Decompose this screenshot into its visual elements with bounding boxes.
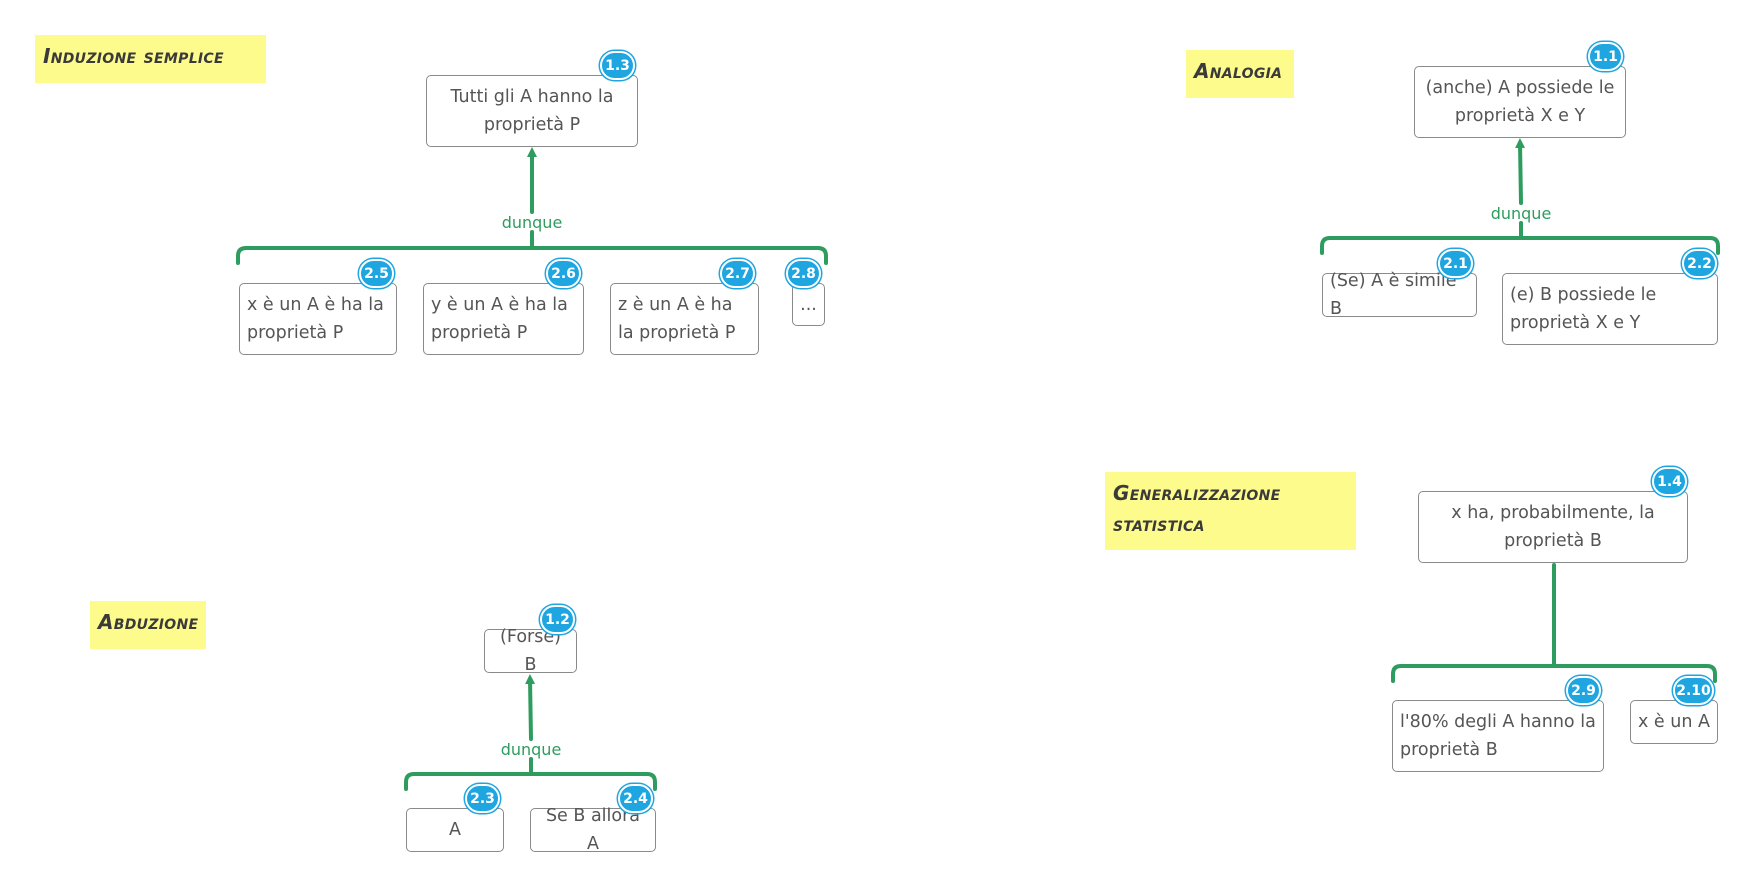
arrow-abduzione — [525, 674, 536, 741]
conclusion-text: x ha, probabilmente, la proprietà B — [1451, 503, 1655, 551]
premise-text: (e) B possiede le proprietà X e Y — [1510, 285, 1657, 333]
premise-text: x è un A è ha la proprietà P — [247, 295, 384, 343]
premise-box-2-9[interactable]: l'80% degli A hanno la proprietà B — [1392, 700, 1604, 772]
badge-2-6: 2.6 — [546, 259, 581, 288]
conclusion-text: Tutti gli A hanno la proprietà P — [450, 87, 614, 135]
premise-text: y è un A è ha la proprietà P — [431, 295, 568, 343]
connector-label-abduzione: dunque — [500, 740, 562, 759]
premise-box-2-2[interactable]: (e) B possiede le proprietà X e Y — [1502, 273, 1718, 345]
badge-2-9: 2.9 — [1566, 676, 1601, 705]
premise-box-2-8[interactable]: ... — [792, 283, 825, 326]
conclusion-box-induzione[interactable]: Tutti gli A hanno la proprietà P — [426, 75, 638, 147]
badge-1-2: 1.2 — [540, 605, 575, 634]
conclusion-box-analogia[interactable]: (anche) A possiede le proprietà X e Y — [1414, 66, 1626, 138]
conclusion-box-generalizzazione[interactable]: x ha, probabilmente, la proprietà B — [1418, 491, 1688, 563]
connector-label-induzione: dunque — [501, 213, 563, 232]
badge-2-3: 2.3 — [465, 784, 500, 813]
premise-box-2-6[interactable]: y è un A è ha la proprietà P — [423, 283, 584, 355]
conclusion-text: (anche) A possiede le proprietà X e Y — [1425, 78, 1615, 126]
conclusion-box-abduzione[interactable]: (Forse) B — [484, 627, 577, 675]
badge-2-8: 2.8 — [786, 259, 821, 288]
badge-2-10: 2.10 — [1673, 676, 1714, 705]
premise-text: z è un A è ha la proprietà P — [618, 295, 736, 343]
brace-abduzione — [404, 772, 657, 791]
note-induzione-semplice: Induzione semplice — [35, 35, 266, 83]
brace-analogia — [1320, 236, 1720, 255]
badge-1-1: 1.1 — [1588, 42, 1623, 71]
badge-1-3: 1.3 — [600, 51, 635, 80]
premise-text: A — [449, 820, 461, 840]
badge-2-2: 2.2 — [1682, 249, 1717, 278]
premise-box-2-1[interactable]: (Se) A è simile B — [1322, 271, 1477, 319]
premise-box-2-4[interactable]: Se B allora A — [530, 806, 656, 854]
note-analogia: Analogia — [1186, 50, 1294, 98]
brace-generalizzazione — [1391, 664, 1717, 683]
badge-1-4: 1.4 — [1652, 467, 1687, 496]
premise-text: (Se) A è simile B — [1330, 271, 1457, 319]
premise-box-2-5[interactable]: x è un A è ha la proprietà P — [239, 283, 397, 355]
badge-2-7: 2.7 — [720, 259, 755, 288]
connector-label-analogia: dunque — [1490, 204, 1552, 223]
premise-box-2-3[interactable]: A — [406, 808, 504, 852]
note-generalizzazione-statistica: Generalizzazione statistica — [1105, 472, 1356, 550]
badge-2-4: 2.4 — [618, 784, 653, 813]
premise-box-2-7[interactable]: z è un A è ha la proprietà P — [610, 283, 759, 355]
note-abduzione: Abduzione — [90, 601, 206, 649]
premise-text: ... — [800, 294, 817, 315]
arrow-analogia — [1515, 138, 1526, 205]
premise-box-2-10[interactable]: x è un A — [1630, 700, 1718, 744]
conclusion-text: (Forse) B — [500, 627, 561, 675]
premise-text: x è un A — [1638, 712, 1710, 732]
premise-text: l'80% degli A hanno la proprietà B — [1400, 712, 1596, 760]
premise-text: Se B allora A — [545, 806, 641, 854]
badge-2-1: 2.1 — [1438, 249, 1473, 278]
badge-2-5: 2.5 — [359, 259, 394, 288]
